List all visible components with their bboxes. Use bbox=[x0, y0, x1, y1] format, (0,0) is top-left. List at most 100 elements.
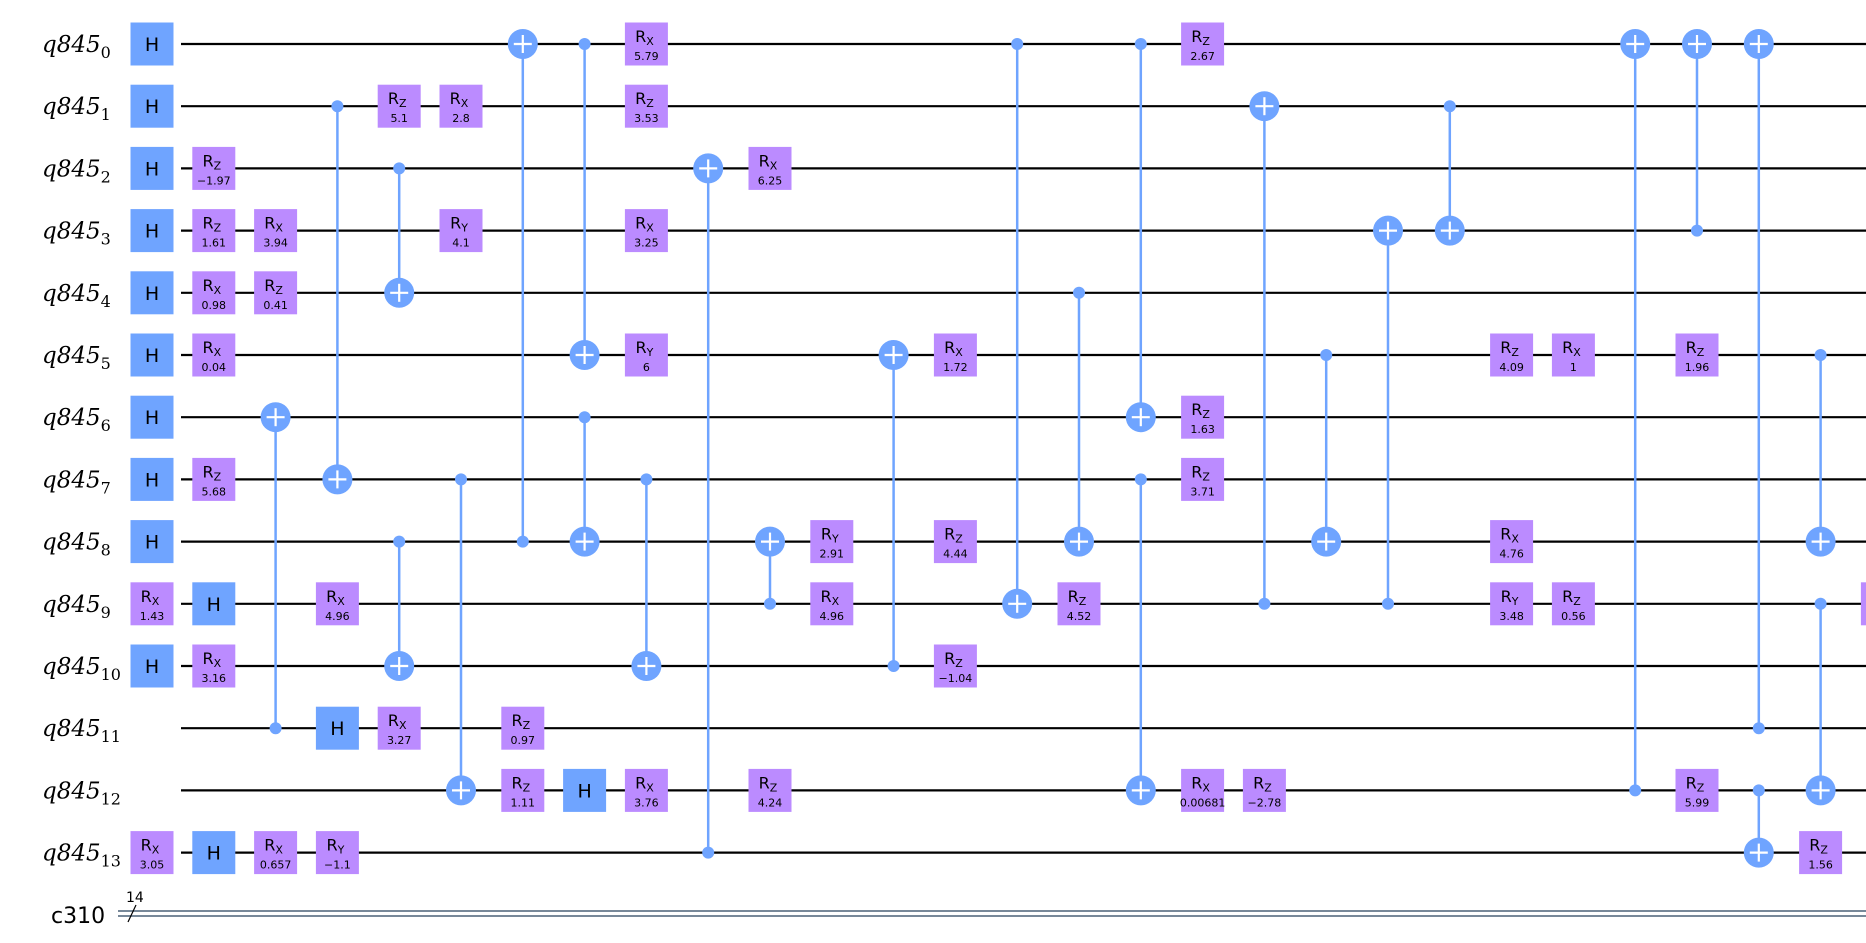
rotation-gate-param: 3.25 bbox=[634, 237, 659, 250]
qubit-label: q8450 bbox=[42, 32, 111, 62]
rotation-gate-param: 3.94 bbox=[263, 237, 288, 250]
rotation-gate bbox=[1490, 582, 1534, 626]
h-gate-label: H bbox=[145, 532, 159, 554]
rotation-gate-param: 0.98 bbox=[202, 299, 227, 312]
rotation-gate bbox=[1551, 333, 1595, 377]
rotation-gate bbox=[1551, 582, 1595, 626]
rotation-gate-param: 6.25 bbox=[758, 174, 783, 187]
rotation-gate bbox=[748, 768, 792, 812]
rotation-gate bbox=[810, 582, 854, 626]
rotation-axis: X bbox=[955, 346, 963, 359]
qubit-index: 5 bbox=[101, 354, 111, 373]
rotation-axis: Y bbox=[831, 533, 839, 546]
rotation-gate bbox=[1490, 333, 1534, 377]
rotation-axis: Z bbox=[1511, 346, 1519, 359]
rotation-gate bbox=[501, 768, 545, 812]
rotation-gate bbox=[377, 84, 421, 128]
h-gate bbox=[130, 22, 174, 66]
rotation-gate-param: 4.52 bbox=[1067, 610, 1092, 623]
rotation-axis: Z bbox=[1697, 781, 1705, 794]
rotation-gate-param: 3.53 bbox=[634, 112, 659, 125]
rotation-axis: Z bbox=[955, 533, 963, 546]
rotation-axis: X bbox=[275, 844, 283, 857]
rotation-gate-param: 1.43 bbox=[140, 610, 165, 623]
rotation-gate bbox=[1181, 22, 1225, 66]
rotation-axis: Z bbox=[214, 222, 222, 235]
rotation-gate-param: 3.48 bbox=[1499, 610, 1524, 623]
rotation-gate bbox=[1490, 520, 1534, 564]
qubit-label: q8451 bbox=[42, 94, 111, 124]
rotation-gate bbox=[254, 271, 298, 315]
rotation-gate-param: 4.76 bbox=[1499, 548, 1524, 561]
rotation-gate-param: 2.67 bbox=[1190, 50, 1215, 63]
rotation-gate bbox=[1057, 582, 1101, 626]
rotation-axis: X bbox=[214, 657, 222, 670]
control-dot bbox=[455, 473, 467, 486]
rotation-gate-param: 1.11 bbox=[511, 796, 536, 809]
rotation-gate-param: 4.24 bbox=[758, 796, 783, 809]
rotation-gate-param: 5.99 bbox=[1685, 796, 1710, 809]
h-gate-label: H bbox=[145, 96, 159, 118]
rotation-gate-param: 1 bbox=[1570, 361, 1577, 374]
rotation-gate-param: 4.09 bbox=[1499, 361, 1524, 374]
qubit-label: q8453 bbox=[42, 219, 111, 249]
control-dot bbox=[640, 473, 653, 486]
rotation-axis: X bbox=[646, 781, 654, 794]
h-gate-label: H bbox=[145, 34, 159, 56]
rotation-gate bbox=[192, 644, 236, 688]
rotation-axis: Z bbox=[1079, 595, 1087, 608]
rotation-gate-param: 1.96 bbox=[1685, 361, 1710, 374]
qubit-label: q8457 bbox=[42, 467, 111, 497]
rotation-gate bbox=[315, 582, 359, 626]
rotation-gate-param: 0.97 bbox=[511, 734, 536, 747]
control-dot bbox=[1691, 224, 1703, 237]
rotation-gate bbox=[1181, 395, 1225, 439]
h-gate bbox=[130, 644, 174, 688]
control-dot bbox=[1814, 349, 1827, 361]
h-gate-label: H bbox=[145, 283, 159, 305]
rotation-gate-param: −1.04 bbox=[939, 672, 973, 685]
h-gate-label: H bbox=[207, 594, 221, 616]
rotation-axis: X bbox=[1573, 346, 1581, 359]
qubit-index: 8 bbox=[101, 541, 111, 560]
control-dot bbox=[764, 597, 776, 610]
rotation-gate bbox=[810, 520, 854, 564]
rotation-gate bbox=[933, 333, 977, 377]
rotation-gate-param: 6 bbox=[643, 361, 650, 374]
rotation-gate bbox=[624, 84, 668, 128]
rotation-axis: Z bbox=[275, 284, 283, 297]
rotation-gate bbox=[624, 22, 668, 66]
h-gate bbox=[130, 209, 174, 253]
qubit-label: q84510 bbox=[42, 654, 121, 684]
rotation-axis: Z bbox=[399, 97, 407, 110]
rotation-gate-param: 3.27 bbox=[387, 734, 412, 747]
gate-boxes: HHHHHHHHHRX1.43HRX3.05RZ−1.97RZ1.61RX0.9… bbox=[130, 22, 1866, 875]
classical-register-label: c310 bbox=[51, 904, 105, 929]
qubit-label: q8456 bbox=[42, 405, 111, 435]
rotation-axis: Z bbox=[214, 470, 222, 483]
h-gate-label: H bbox=[207, 843, 221, 865]
rotation-gate bbox=[254, 831, 298, 875]
rotation-gate bbox=[192, 333, 236, 377]
qubit-label: q8459 bbox=[42, 592, 111, 622]
rotation-axis: Z bbox=[1697, 346, 1705, 359]
classical-register: c310 14 bbox=[51, 890, 1866, 929]
qubit-index: 12 bbox=[101, 789, 121, 808]
rotation-gate bbox=[624, 333, 668, 377]
control-dot bbox=[1134, 473, 1147, 486]
rotation-axis: Y bbox=[460, 222, 468, 235]
rotation-gate-param: −1.1 bbox=[324, 859, 351, 872]
rotation-gate-param: 0.41 bbox=[263, 299, 288, 312]
control-dot bbox=[1752, 722, 1765, 735]
register-labels: q8450q8451q8452q8453q8454q8455q8456q8457… bbox=[42, 32, 121, 871]
qubit-index: 1 bbox=[101, 105, 111, 124]
rotation-axis: Y bbox=[1511, 595, 1519, 608]
classical-bundle-size: 14 bbox=[126, 890, 144, 906]
rotation-axis: X bbox=[152, 595, 160, 608]
rotation-gate-param: 4.96 bbox=[325, 610, 350, 623]
rotation-gate-param: 5.79 bbox=[634, 50, 659, 63]
rotation-gate bbox=[192, 457, 236, 501]
rotation-gate-param: 0.00681 bbox=[1180, 796, 1226, 809]
rotation-axis: Z bbox=[770, 781, 778, 794]
qubit-index: 11 bbox=[101, 727, 121, 746]
